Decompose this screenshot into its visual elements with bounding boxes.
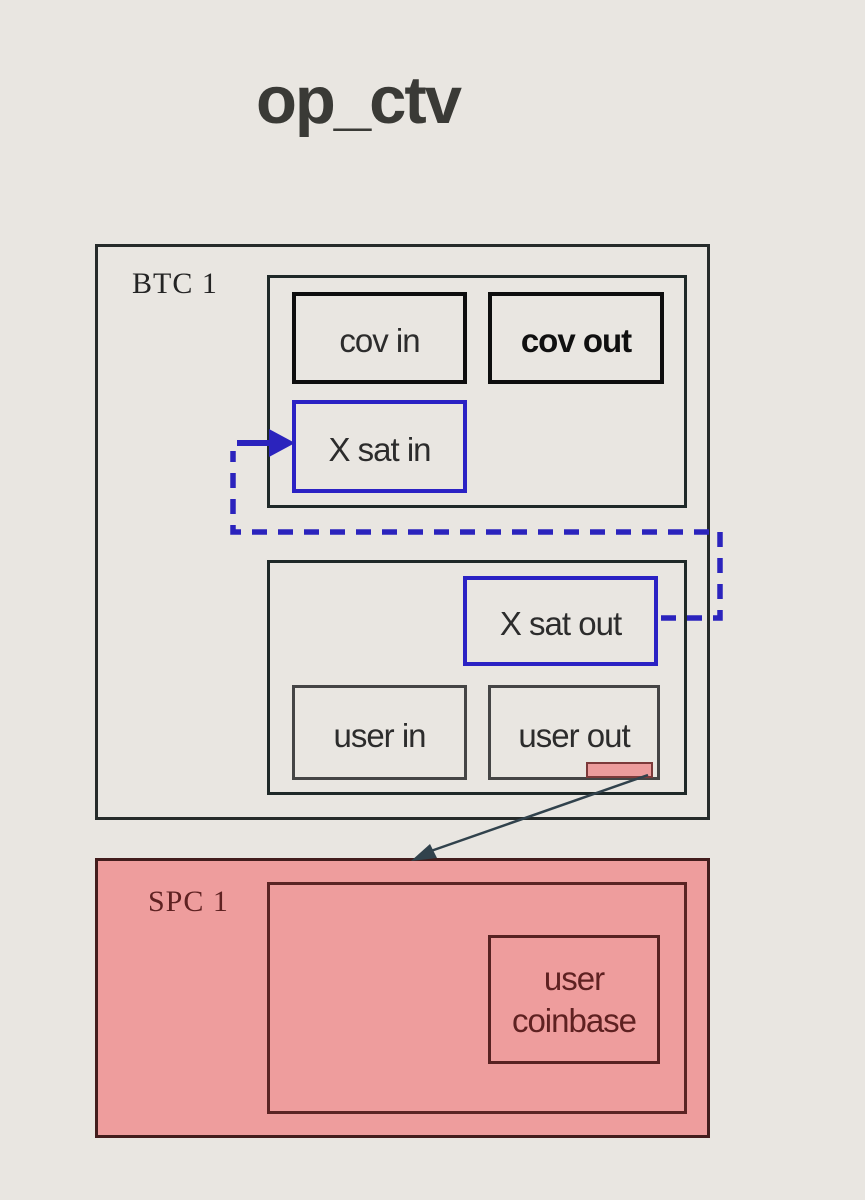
user-in-label: user in — [333, 716, 426, 754]
spc-block-box: SPC 1 user coinbase — [95, 858, 710, 1138]
x-sat-out-box: X sat out — [463, 576, 658, 666]
x-sat-in-box: X sat in — [292, 400, 467, 493]
coinbase-transaction-box: user coinbase — [267, 882, 687, 1114]
spend-transaction-box: X sat out user in user out — [267, 560, 687, 795]
page-title: op_ctv — [256, 63, 462, 138]
btc-block-box: BTC 1 cov in cov out X sat in X sat out … — [95, 244, 710, 820]
x-sat-out-label: X sat out — [499, 605, 622, 642]
btc-block-label: BTC 1 — [132, 267, 218, 300]
user-coinbase-box: user coinbase — [488, 935, 660, 1064]
user-coinbase-label-line2: coinbase — [511, 1001, 637, 1039]
covenant-transaction-box: cov in cov out X sat in — [267, 275, 687, 508]
user-out-label: user out — [518, 716, 630, 754]
user-out-value-chip — [586, 762, 653, 778]
spc-block-label: SPC 1 — [148, 885, 229, 918]
user-coinbase-label-line1: user — [543, 960, 605, 998]
user-in-box: user in — [292, 685, 467, 780]
cov-out-label: cov out — [520, 322, 632, 359]
cov-in-box: cov in — [292, 292, 467, 384]
cov-out-box: cov out — [488, 292, 664, 384]
x-sat-in-label: X sat in — [328, 430, 431, 468]
cov-in-label: cov in — [339, 322, 420, 359]
user-out-box: user out — [488, 685, 660, 780]
